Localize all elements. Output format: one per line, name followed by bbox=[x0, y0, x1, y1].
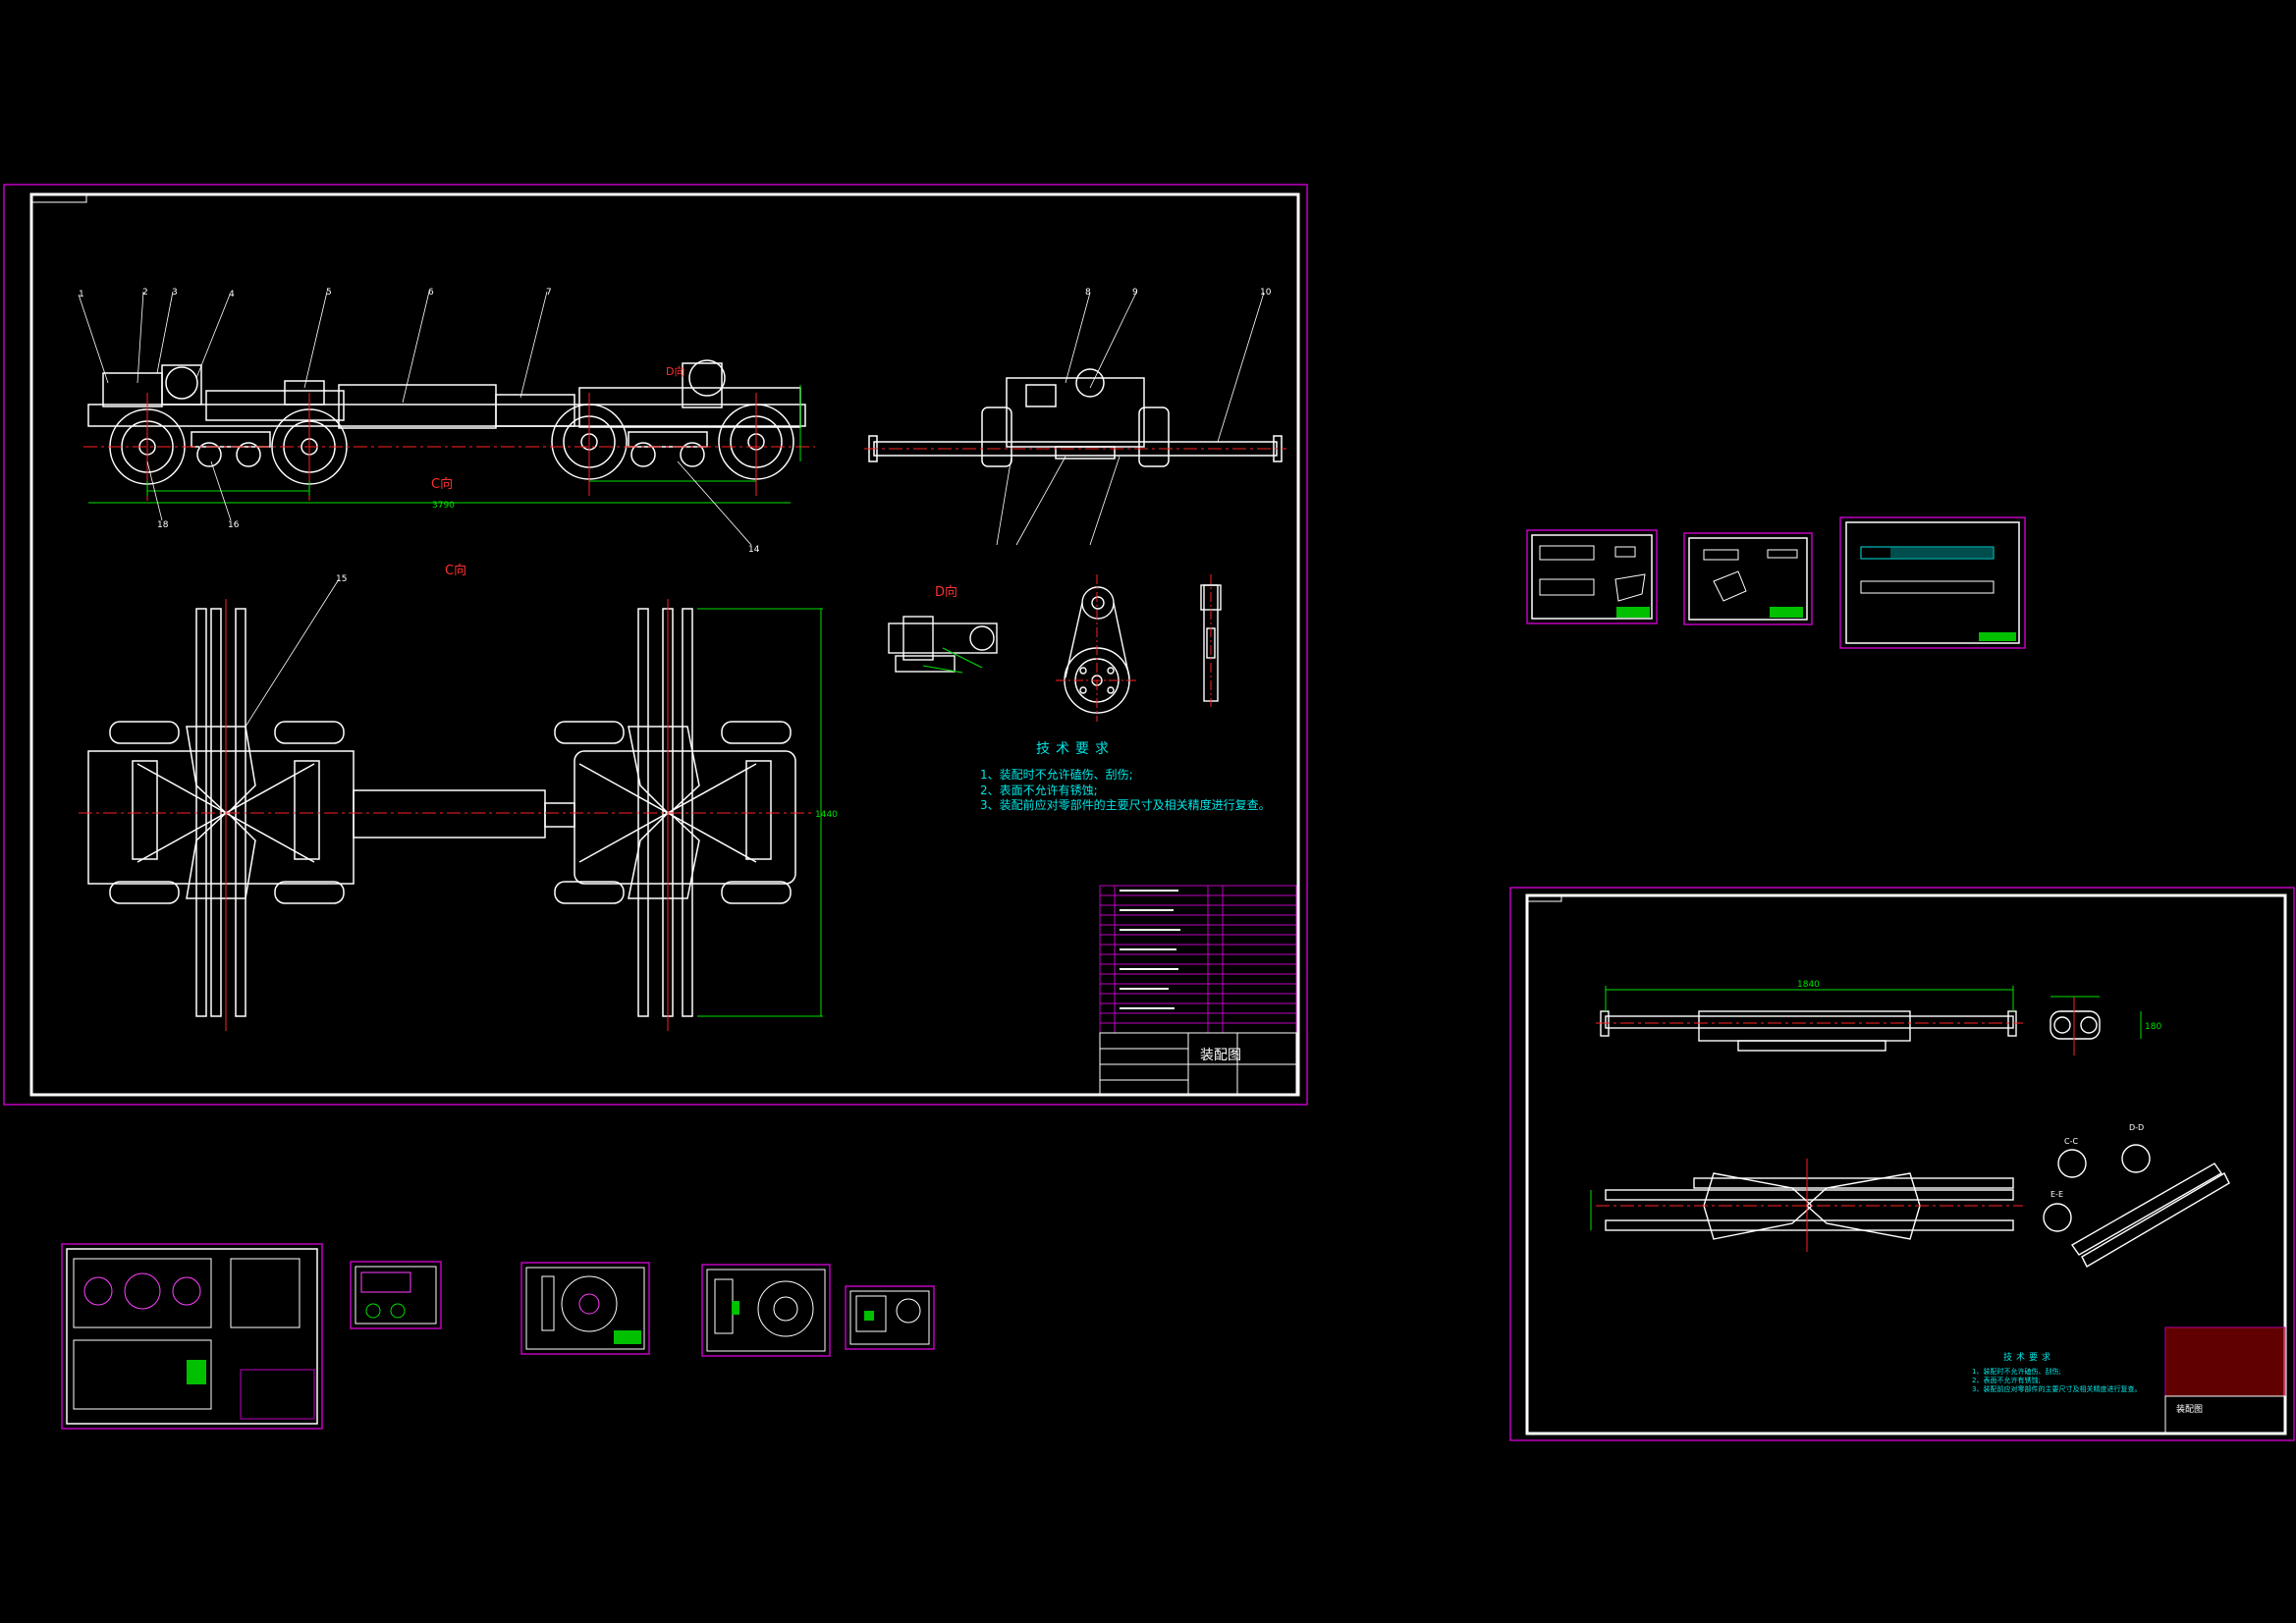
tech-req-title-right: 技术要求 bbox=[2003, 1353, 2055, 1363]
small-part-sheet-1 bbox=[1526, 529, 1658, 624]
gearbox-assembly-sheet bbox=[61, 1243, 323, 1430]
part-number-18: 18 bbox=[157, 520, 169, 530]
part-number-8: 8 bbox=[1085, 288, 1091, 298]
part-number-6: 6 bbox=[428, 288, 434, 298]
tech-req-line-1-main: 1、装配时不允许磕伤、刮伤; bbox=[980, 768, 1133, 782]
right-dimension-length: 1840 bbox=[1797, 980, 1820, 990]
dimension-overall: 3790 bbox=[432, 501, 455, 511]
small-bottom-sheet-1 bbox=[350, 1261, 442, 1329]
view-label-d: D向 bbox=[935, 585, 958, 600]
view-label-c-top: C向 bbox=[431, 477, 454, 492]
part-number-5: 5 bbox=[326, 288, 332, 298]
dimension-lines-side bbox=[88, 385, 801, 504]
plan-view bbox=[87, 608, 796, 1017]
part-number-10: 10 bbox=[1260, 288, 1272, 298]
section-label-dd: D-D bbox=[2129, 1123, 2145, 1132]
right-dimension-height: 180 bbox=[2145, 1022, 2161, 1032]
tech-req-line-1-right: 1、装配时不允许磕伤、刮伤; bbox=[1972, 1368, 2061, 1376]
svg-text:15: 15 bbox=[336, 574, 347, 584]
small-bottom-sheet-4 bbox=[845, 1285, 935, 1350]
leader-lines-side bbox=[78, 291, 752, 546]
part-number-14: 14 bbox=[748, 545, 760, 555]
tech-req-line-2-main: 2、表面不允许有锈蚀; bbox=[980, 784, 1098, 797]
view-label-d-side: D向 bbox=[666, 365, 685, 378]
main-drawing-name: 装配图 bbox=[1200, 1048, 1241, 1063]
small-bottom-sheet-2 bbox=[520, 1262, 650, 1355]
part-number-1: 1 bbox=[79, 290, 84, 299]
main-assembly-sheet: 1 2 3 4 5 6 7 18 16 14 3790 bbox=[3, 184, 1308, 1106]
tech-req-line-3-right: 3、装配前应对零部件的主要尺寸及相关精度进行复查。 bbox=[1972, 1385, 2142, 1393]
part-number-16: 16 bbox=[228, 520, 240, 530]
small-bottom-sheet-3 bbox=[701, 1264, 831, 1357]
right-assembly-sheet: 1840 180 bbox=[1509, 887, 2295, 1441]
part-number-9: 9 bbox=[1132, 288, 1138, 298]
section-label-cc: C-C bbox=[2064, 1137, 2079, 1146]
d-direction-view bbox=[888, 616, 998, 673]
section-label-ee: E-E bbox=[2050, 1190, 2063, 1199]
part-number-7: 7 bbox=[546, 288, 552, 298]
right-drawing-name: 装配图 bbox=[2176, 1405, 2204, 1415]
tech-req-line-3-main: 3、装配前应对零部件的主要尺寸及相关精度进行复查。 bbox=[980, 798, 1271, 812]
main-sheet-border bbox=[3, 184, 1308, 1106]
part-number-2: 2 bbox=[142, 288, 148, 298]
main-title-block bbox=[1099, 885, 1297, 1034]
tech-req-title-main: 技术要求 bbox=[1036, 741, 1115, 757]
end-view bbox=[868, 368, 1283, 467]
part-number-4: 4 bbox=[229, 290, 235, 299]
view-label-c-plan: C向 bbox=[445, 564, 467, 578]
dimension-width: 1440 bbox=[815, 810, 838, 820]
tech-req-line-2-right: 2、表面不允许有锈蚀; bbox=[1972, 1377, 2041, 1384]
small-part-sheet-3 bbox=[1839, 516, 2026, 649]
side-elevation-view bbox=[87, 359, 806, 485]
small-part-sheet-2 bbox=[1683, 532, 1813, 625]
main-sheet-frame bbox=[29, 192, 1300, 1097]
part-number-3: 3 bbox=[172, 288, 178, 298]
